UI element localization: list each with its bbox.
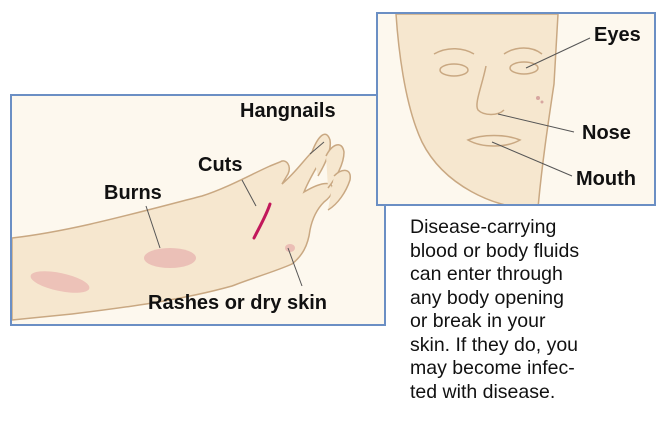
- caption-line: skin. If they do, you: [410, 334, 660, 358]
- caption-line: or break in your: [410, 310, 660, 334]
- caption-line: Disease-carrying: [410, 216, 660, 240]
- caption-text: Disease-carrying blood or body fluids ca…: [410, 216, 660, 404]
- caption-line: blood or body fluids: [410, 240, 660, 264]
- rashes-label: Rashes or dry skin: [148, 292, 327, 315]
- hangnails-label: Hangnails: [240, 100, 336, 123]
- caption-line: any body opening: [410, 287, 660, 311]
- cuts-label: Cuts: [198, 154, 242, 177]
- face-shape: [396, 14, 558, 206]
- burns-label: Burns: [104, 182, 162, 205]
- caption-line: may become infec-: [410, 357, 660, 381]
- burn-mark: [144, 248, 196, 268]
- arm-illustration-panel: Hangnails Cuts Burns Rashes or dry skin: [10, 94, 386, 326]
- caption-line: ted with disease.: [410, 381, 660, 405]
- nose-label: Nose: [582, 122, 631, 145]
- rash-mark-small: [285, 244, 295, 252]
- mouth-label: Mouth: [576, 168, 636, 191]
- caption-line: can enter through: [410, 263, 660, 287]
- eyes-label: Eyes: [594, 24, 641, 47]
- face-illustration-panel: Eyes Nose Mouth: [376, 12, 656, 206]
